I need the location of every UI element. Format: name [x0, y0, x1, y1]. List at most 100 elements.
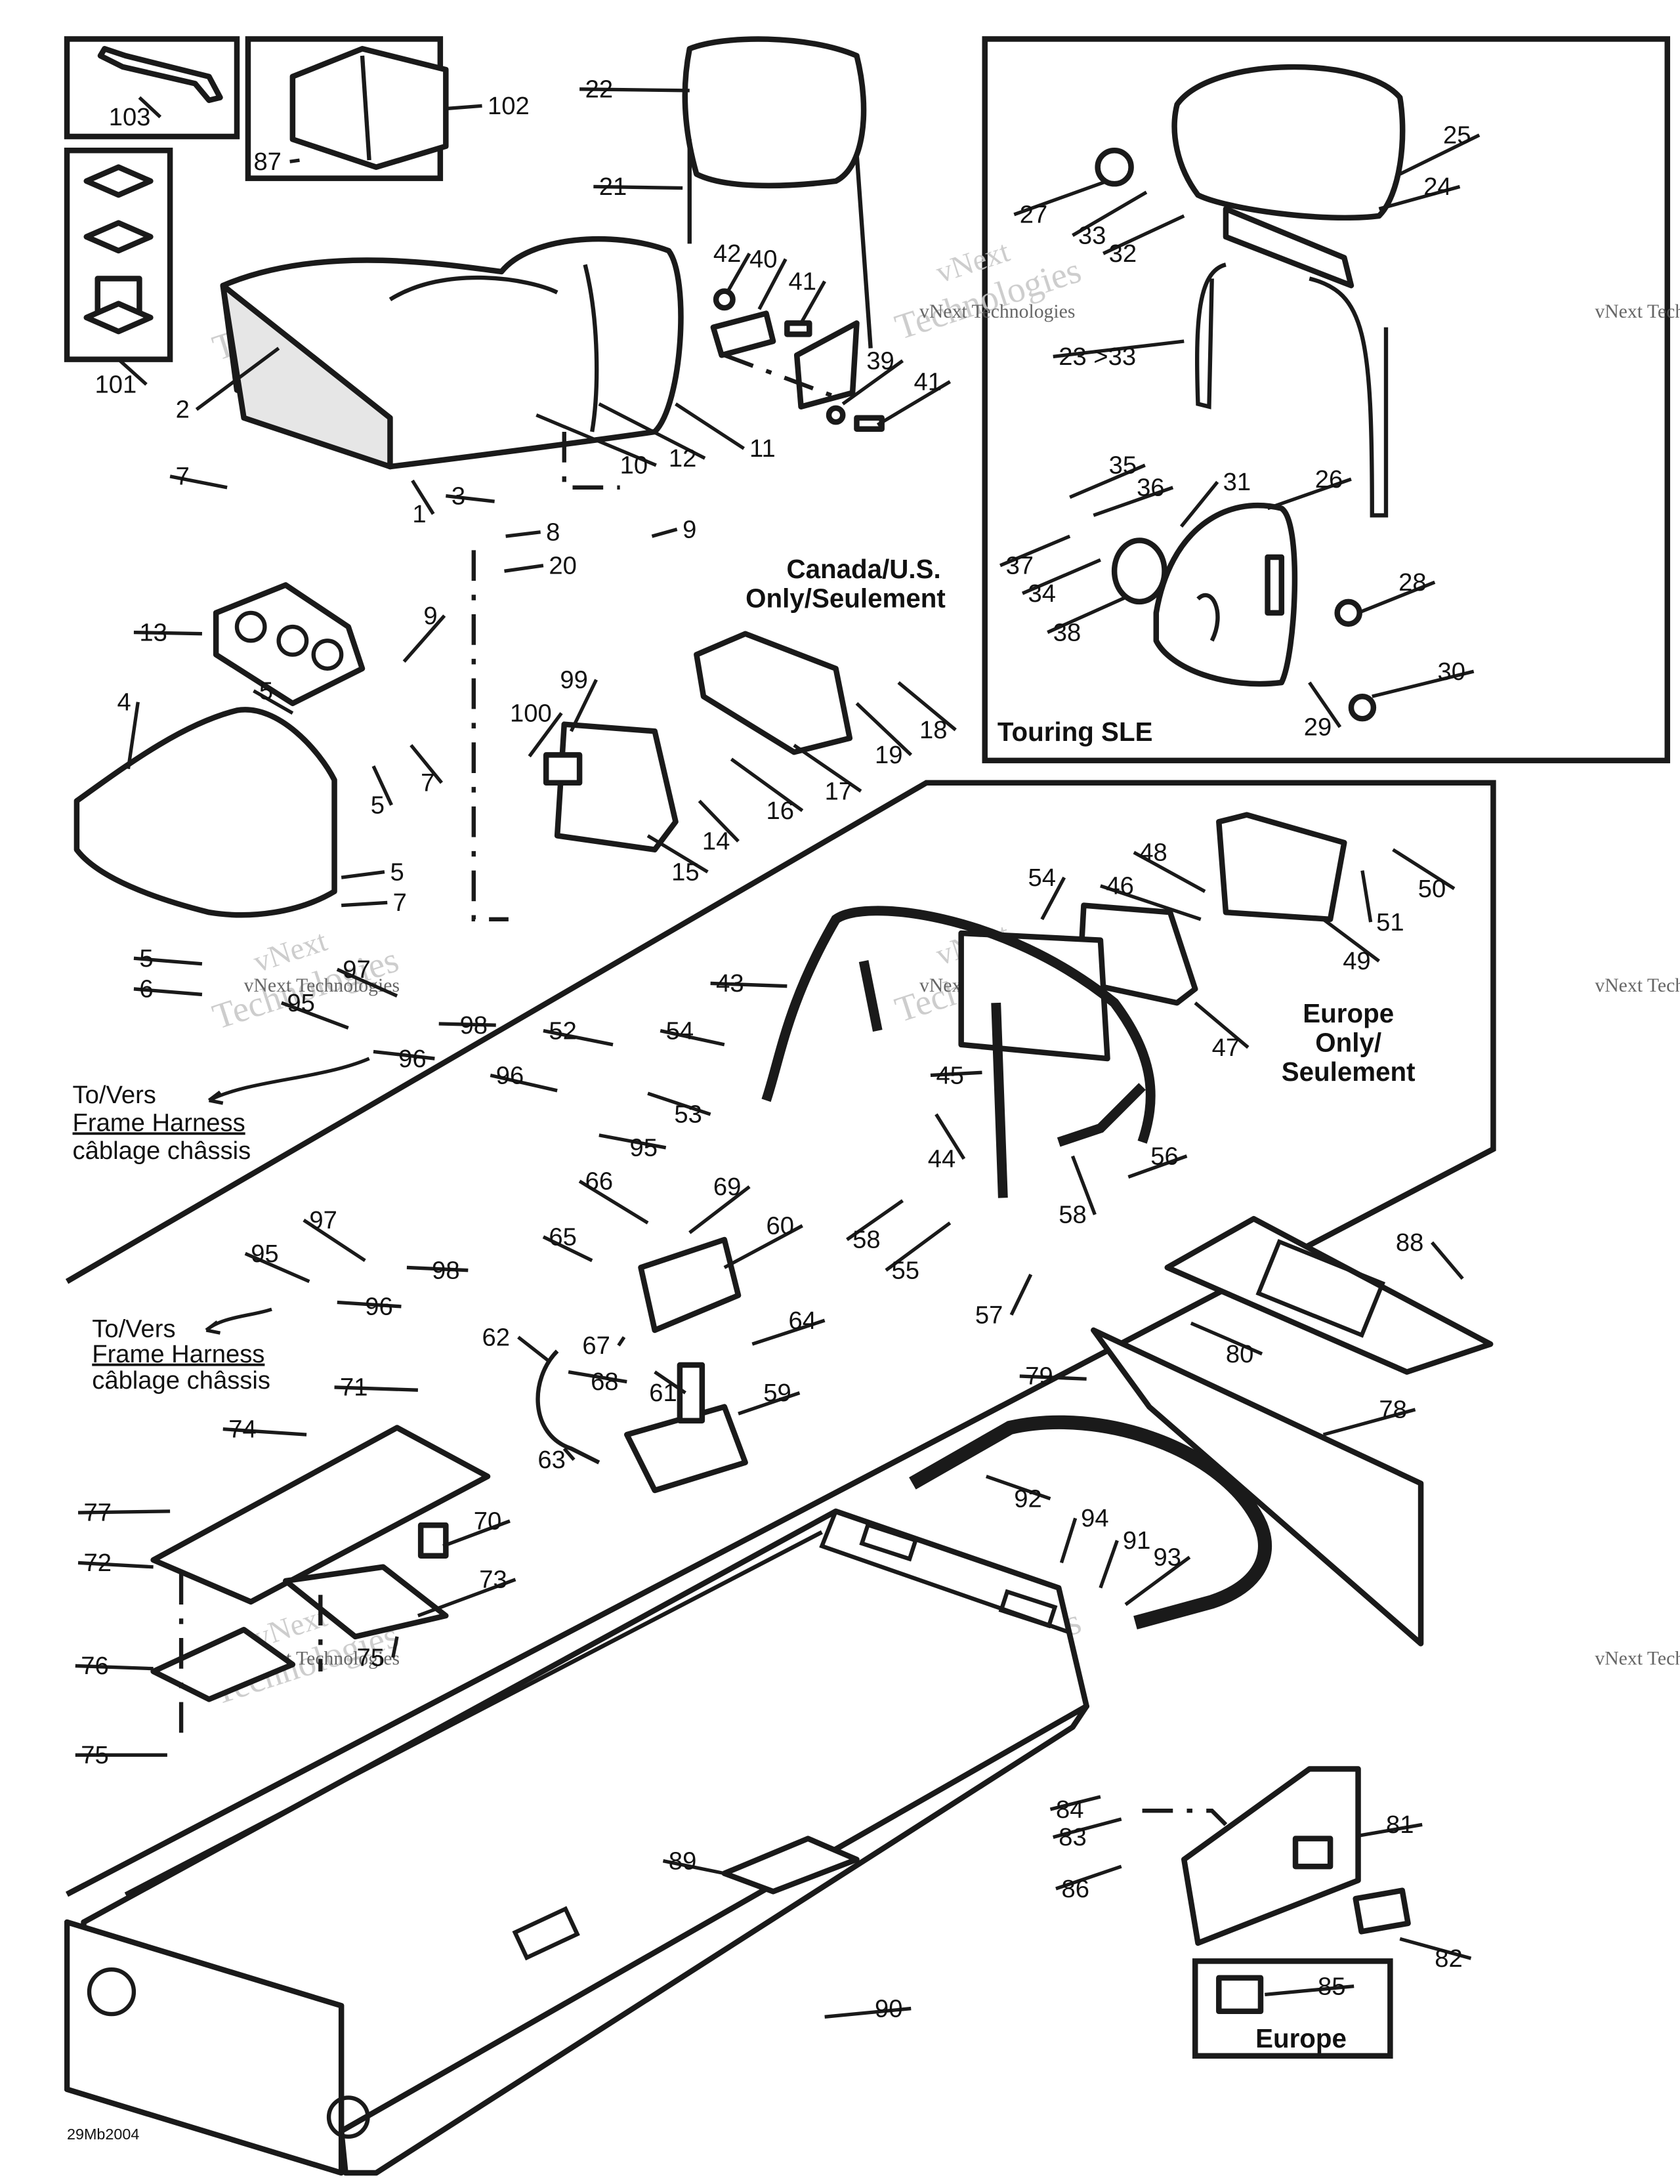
callout-leader	[1124, 1555, 1191, 1606]
callout-leader	[1322, 1408, 1416, 1437]
callout-18: 18	[919, 716, 947, 744]
callout-83: 83	[1059, 1823, 1086, 1851]
callout-89: 89	[669, 1847, 696, 1875]
callout-leader	[1308, 681, 1342, 728]
callout-leader	[1072, 190, 1148, 237]
callout-leader	[578, 1179, 649, 1225]
callout-35: 35	[1109, 452, 1137, 480]
callout-leader	[303, 1219, 366, 1263]
callout-leader	[373, 1049, 435, 1060]
touring-backrest	[1095, 64, 1406, 722]
bumper-92	[909, 1415, 1272, 1629]
callout-leader	[1053, 1817, 1122, 1839]
callout-leader	[799, 280, 826, 324]
callout-20: 20	[549, 551, 576, 579]
callout-95: 95	[287, 989, 314, 1017]
callout-leader	[725, 252, 751, 294]
callout-80: 80	[1226, 1340, 1253, 1368]
callout-42: 42	[713, 240, 741, 268]
callout-leader	[410, 744, 444, 784]
cover-4	[74, 707, 337, 918]
label-canada-us: Canada/U.S.	[786, 554, 940, 584]
watermark-text: vNext Technologies	[919, 301, 1075, 322]
callout-72: 72	[84, 1549, 112, 1577]
callout-leader	[504, 564, 544, 573]
callout-43: 43	[716, 969, 744, 998]
callout-leader	[528, 712, 563, 758]
callout-44: 44	[928, 1145, 956, 1173]
label-only-seulement: Only/Seulement	[746, 583, 946, 613]
callout-leader	[1102, 214, 1185, 255]
watermark-text: vNext Technologies	[1595, 301, 1680, 322]
callout-101: 101	[94, 371, 136, 399]
callout-41: 41	[788, 267, 816, 295]
callout-95: 95	[251, 1240, 278, 1268]
callout-47: 47	[1212, 1034, 1240, 1062]
taillight-canada	[543, 631, 853, 852]
callout-leader	[1378, 184, 1461, 211]
callout-96: 96	[398, 1045, 426, 1073]
callout-leader	[133, 987, 203, 997]
callout-24: 24	[1423, 173, 1451, 201]
callout-77: 77	[84, 1499, 112, 1527]
callout-leader	[660, 1029, 725, 1047]
callout-15: 15	[671, 858, 699, 886]
label-europe-only-1: Europe	[1303, 998, 1394, 1028]
callout-16: 16	[766, 797, 794, 825]
callout-leader	[1357, 580, 1436, 615]
rear-flap	[1091, 1215, 1494, 1647]
harness-arrow-a	[207, 1057, 370, 1105]
callout-61: 61	[649, 1379, 677, 1407]
callout-leader	[391, 1636, 399, 1658]
callout-leader	[876, 380, 952, 427]
callout-11: 11	[749, 434, 776, 463]
callout-leader	[934, 1113, 966, 1160]
callout-71: 71	[340, 1374, 368, 1402]
inset-box-103	[64, 36, 240, 140]
side-cover	[721, 1766, 1411, 2015]
callout-73: 73	[479, 1566, 507, 1594]
callout-96: 96	[496, 1061, 524, 1089]
callout-6: 6	[139, 975, 153, 1003]
latch-assembly	[536, 1236, 748, 1494]
callout-leader	[1127, 1154, 1188, 1179]
callout-leader	[244, 1251, 310, 1284]
callout-99: 99	[560, 665, 587, 694]
callout-leader	[846, 1199, 904, 1242]
callout-leader	[169, 474, 228, 490]
callout-74: 74	[228, 1415, 256, 1443]
diagram-code: 29Mb2004	[67, 2126, 139, 2143]
callout-29: 29	[1304, 713, 1332, 742]
callout-45: 45	[936, 1061, 963, 1089]
callout-51: 51	[1376, 908, 1404, 936]
callout-94: 94	[1081, 1504, 1108, 1532]
callout-96: 96	[365, 1293, 392, 1321]
callout-leader	[654, 1370, 686, 1395]
callout-36: 36	[1137, 474, 1164, 502]
callout-69: 69	[713, 1173, 741, 1201]
backrest	[682, 36, 873, 348]
callout-93: 93	[1154, 1544, 1181, 1572]
callout-leader	[1055, 1864, 1122, 1891]
callout-leader	[490, 1073, 558, 1093]
callout-78: 78	[1379, 1396, 1406, 1424]
callout-leader	[617, 1336, 626, 1347]
callout-leader	[536, 413, 657, 467]
callout-leader	[341, 870, 385, 879]
callout-leader	[371, 765, 393, 806]
callout-7: 7	[176, 463, 190, 491]
callout-82: 82	[1435, 1944, 1462, 1973]
callout-79: 79	[1025, 1362, 1053, 1391]
callout-76: 76	[81, 1652, 108, 1680]
label-europe-box: Europe	[1255, 2023, 1347, 2053]
callout-5: 5	[390, 858, 404, 886]
callout-leader	[723, 1224, 803, 1269]
callout-leader	[77, 1509, 171, 1515]
callout-leader	[336, 967, 398, 998]
electrical-bracket	[213, 582, 366, 707]
callout-leader	[675, 402, 746, 450]
callout-90: 90	[875, 1994, 902, 2023]
callout-3: 3	[452, 482, 465, 510]
